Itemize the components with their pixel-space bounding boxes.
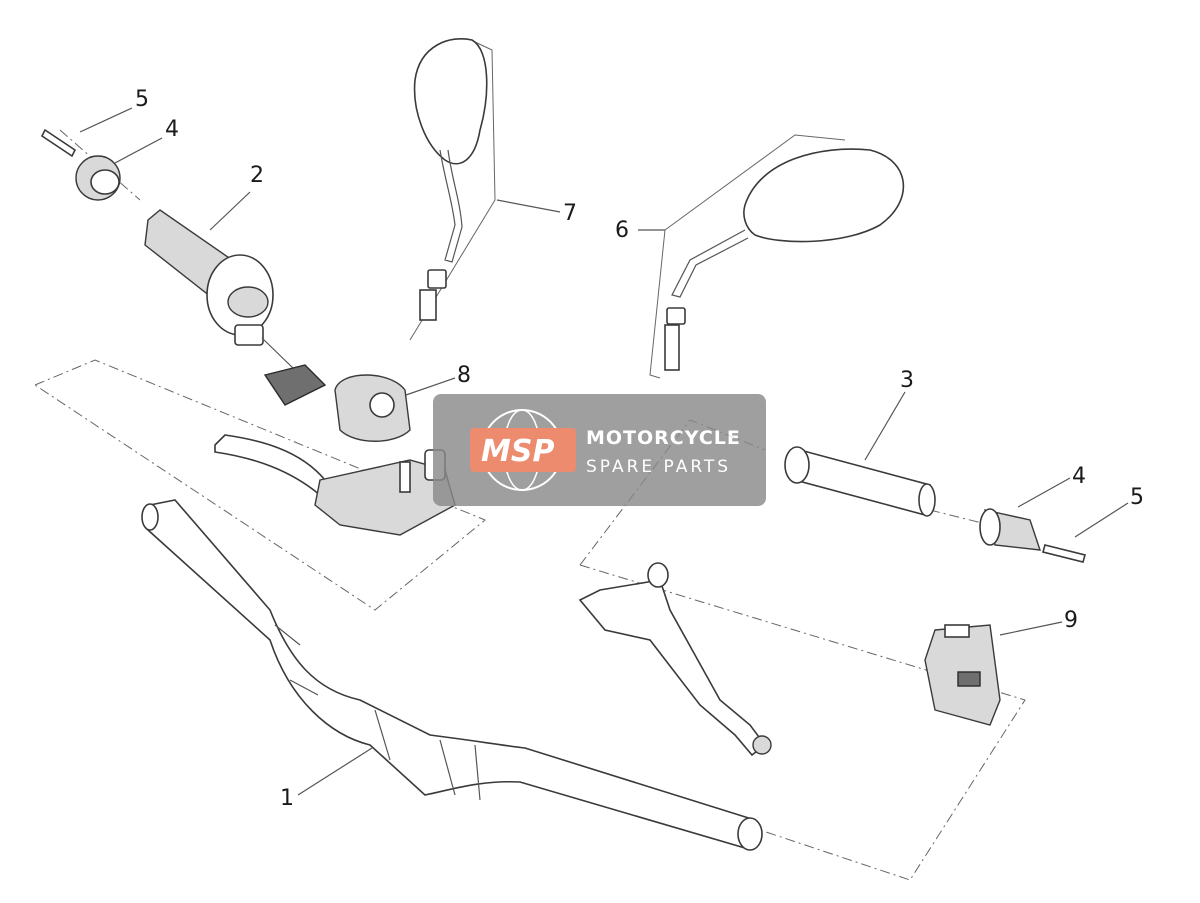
leader-4-right <box>1017 477 1071 508</box>
callout-4-left: 4 <box>165 117 179 142</box>
left-mirror-part <box>413 38 488 321</box>
clutch-lever-part <box>214 434 456 536</box>
left-grip-part <box>144 209 296 371</box>
callout-4-right: 4 <box>1072 464 1086 489</box>
leader-7 <box>496 199 561 213</box>
leader-2 <box>209 191 251 231</box>
brake-lever-part <box>578 562 772 757</box>
watermark-line1: MOTORCYCLE <box>586 427 741 449</box>
callout-2: 2 <box>250 163 264 188</box>
watermark-panel <box>433 394 766 506</box>
left-screw-part <box>40 128 77 158</box>
assembly-outline-left <box>34 359 486 611</box>
callout-5-right: 5 <box>1130 485 1144 510</box>
right-switch-part <box>924 624 1001 726</box>
mirror-outline-right <box>664 134 846 231</box>
watermark: MSP MOTORCYCLE SPARE PARTS <box>433 394 766 506</box>
leader-8 <box>405 377 456 396</box>
mirror-outline-left <box>409 41 496 341</box>
left-bar-end-part <box>75 155 121 201</box>
handlebar-part <box>141 499 763 851</box>
left-switch-part <box>263 364 411 442</box>
right-grip-part <box>784 446 936 517</box>
right-mirror-part <box>664 148 905 371</box>
leader-4-left <box>114 137 163 164</box>
leader-3 <box>864 391 906 461</box>
axis-line-left-grip <box>59 129 141 201</box>
callout-5-left: 5 <box>135 87 149 112</box>
callout-3: 3 <box>900 368 914 393</box>
callout-1: 1 <box>280 786 294 811</box>
leader-5-left <box>79 107 133 133</box>
callout-8: 8 <box>457 363 471 388</box>
right-bar-end-part <box>979 508 1042 551</box>
leader-9 <box>999 621 1063 636</box>
leader-1 <box>297 747 373 796</box>
callout-9: 9 <box>1064 608 1078 633</box>
mirror-outline-right-low <box>649 229 666 379</box>
callout-6: 6 <box>615 218 629 243</box>
leader-5-right <box>1074 502 1129 538</box>
right-screw-part <box>1042 544 1086 563</box>
watermark-line2: SPARE PARTS <box>586 457 731 477</box>
watermark-logo: MSP <box>481 434 554 469</box>
callout-7: 7 <box>563 201 577 226</box>
watermark-logo-badge <box>470 428 576 472</box>
